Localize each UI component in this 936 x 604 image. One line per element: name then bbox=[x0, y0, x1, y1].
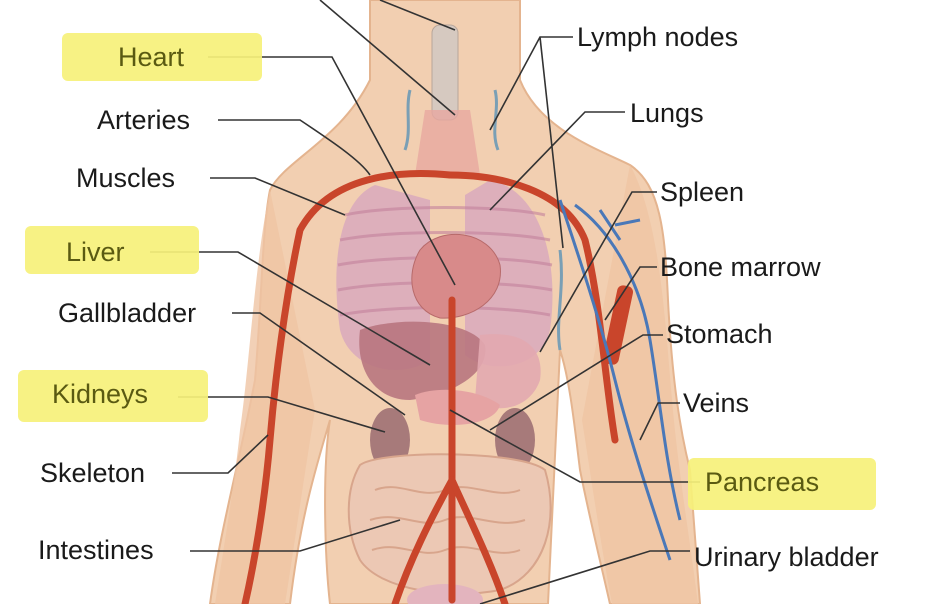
label-arteries: Arteries bbox=[97, 104, 190, 136]
label-urinary-bladder: Urinary bladder bbox=[694, 541, 879, 573]
label-bone-marrow: Bone marrow bbox=[660, 251, 821, 283]
label-pancreas: Pancreas bbox=[705, 466, 819, 498]
label-heart: Heart bbox=[118, 41, 184, 73]
label-liver: Liver bbox=[66, 236, 125, 268]
label-lymph-nodes: Lymph nodes bbox=[577, 21, 738, 53]
throat-vessels bbox=[415, 110, 480, 175]
label-lungs: Lungs bbox=[630, 97, 704, 129]
label-stomach: Stomach bbox=[666, 318, 773, 350]
label-spleen: Spleen bbox=[660, 176, 744, 208]
label-skeleton: Skeleton bbox=[40, 457, 145, 489]
label-intestines: Intestines bbox=[38, 534, 154, 566]
label-gallbladder: Gallbladder bbox=[58, 297, 196, 329]
label-veins: Veins bbox=[683, 387, 749, 419]
label-kidneys: Kidneys bbox=[52, 378, 148, 410]
label-muscles: Muscles bbox=[76, 162, 175, 194]
